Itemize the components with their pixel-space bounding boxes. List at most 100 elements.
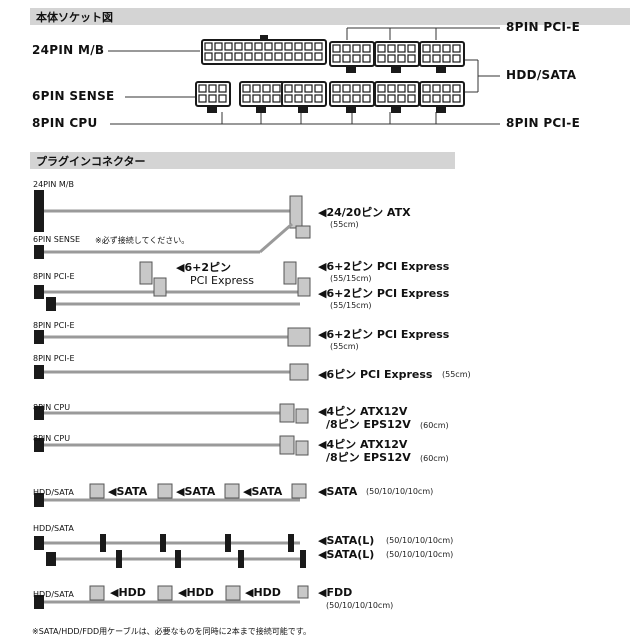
cable-0-sub: (55cm) [330, 220, 359, 229]
socket-bottom-1-pin [252, 94, 261, 103]
socket-24pin-pin [274, 52, 283, 61]
cable-9-desc: ◀FDD [318, 586, 353, 599]
socket-24pin-pin [234, 42, 243, 51]
socket-pcie-top-0-pin [342, 44, 351, 53]
socket-bottom-latch-1 [256, 106, 266, 113]
socket-pcie-top-2-pin [442, 54, 451, 63]
housing-hdd-0 [89, 585, 105, 601]
socket-bottom-4-pin [387, 84, 396, 93]
socket-bottom-3-pin [342, 84, 351, 93]
socket-bottom-5-pin [442, 94, 451, 103]
housing-24pin [289, 195, 303, 229]
plug-pcie-c [34, 330, 44, 344]
socket-24pin-pin [264, 42, 273, 51]
cable-5-desc2: /8ピン EPS12V [326, 418, 411, 431]
cable-0-desc: ◀24/20ピン ATX [318, 206, 411, 219]
cable-9-tag-0: ◀HDD [110, 586, 146, 599]
housing-cpu-b-2 [295, 440, 309, 456]
socket-24pin-pin [304, 42, 313, 51]
label-hdd-sata: HDD/SATA [506, 68, 577, 82]
housing-pcie-d [289, 363, 309, 381]
plug-cpu-b [34, 438, 44, 452]
socket-24pin-pin [274, 42, 283, 51]
socket-bottom-3-pin [362, 84, 371, 93]
cable-4-desc: ◀6ピン PCI Express [318, 368, 433, 381]
cable-0-left-label: 24PIN M/B [33, 180, 74, 189]
socket-24pin-pin [214, 52, 223, 61]
socket-bottom-5-pin [452, 94, 461, 103]
cable-9-tag-2: ◀HDD [245, 586, 281, 599]
socket-pcie-top-1-pin [397, 54, 406, 63]
socket-24pin-pin [214, 42, 223, 51]
socket-bottom-2-pin [284, 84, 293, 93]
cable-9-tag-1: ◀HDD [178, 586, 214, 599]
plug-satal-a-1 [160, 534, 166, 552]
label-24pin-mb: 24PIN M/B [32, 43, 105, 57]
cable-1-note: ※必ず接続してください。 [95, 236, 190, 245]
socket-24pin-pin [304, 52, 313, 61]
socket-bottom-4-pin [387, 94, 396, 103]
socket-pcie-top-0-pin [352, 44, 361, 53]
housing-sata-0 [89, 483, 105, 499]
socket-bottom-3-pin [352, 84, 361, 93]
socket-bottom-5-pin [432, 94, 441, 103]
socket-pcie-top-2-pin [422, 44, 431, 53]
plug-satal-a-2 [225, 534, 231, 552]
socket-24pin-latch [260, 35, 268, 41]
cable-7-desc: ◀SATA [318, 485, 358, 498]
cable-8-sub: (50/10/10/10cm) [386, 536, 454, 545]
plug-satal-a-0 [100, 534, 106, 552]
socket-pcie-top-2-pin [442, 44, 451, 53]
housing-sata-3 [291, 483, 307, 499]
socket-bottom-2-pin [294, 84, 303, 93]
socket-24pin-pin [264, 52, 273, 61]
socket-24pin-pin [294, 42, 303, 51]
socket-pcie-top-2-pin [432, 54, 441, 63]
socket-pcie-top-1-pin [377, 44, 386, 53]
socket-24pin-pin [204, 52, 213, 61]
cable-2-sub: (55/15cm) [330, 274, 372, 283]
housing-cpu-a-1 [279, 403, 295, 423]
socket-bottom-1-pin [242, 94, 251, 103]
housing-sense [295, 225, 311, 239]
socket-bottom-latch-5 [436, 106, 446, 113]
plug-satal-b [46, 552, 56, 566]
socket-bottom-4-pin [377, 84, 386, 93]
cable-7-sub: (50/10/10/10cm) [366, 487, 434, 496]
socket-pcie-top-0-pin [332, 54, 341, 63]
socket-bottom-0-pin [208, 84, 217, 93]
socket-pcie-top-latch-2 [436, 66, 446, 73]
socket-bottom-1-pin [272, 94, 281, 103]
socket-bottom-5-pin [422, 94, 431, 103]
socket-bottom-3-pin [362, 94, 371, 103]
socket-bottom-1-pin [252, 84, 261, 93]
cable-6-desc2: /8ピン EPS12V [326, 451, 411, 464]
cable-4-sub: (55cm) [442, 370, 471, 379]
socket-pcie-top-latch-1 [391, 66, 401, 73]
socket-pcie-top-1-pin [387, 54, 396, 63]
cable-9-left-label: HDD/SATA [33, 590, 74, 599]
socket-bottom-0-pin [218, 84, 227, 93]
cable-9-sub: (50/10/10/10cm) [326, 601, 394, 610]
socket-pcie-top-2-pin [422, 54, 431, 63]
cable-4-left-label: 8PIN PCI-E [33, 354, 75, 363]
cable-3-sub: (55cm) [330, 342, 359, 351]
socket-24pin-pin [224, 42, 233, 51]
socket-bottom-latch-2 [298, 106, 308, 113]
cable-8-desc2: ◀SATA(L) [318, 548, 375, 561]
socket-bottom-latch-3 [346, 106, 356, 113]
socket-24pin-pin [294, 52, 303, 61]
plug-pcie-a [34, 285, 44, 299]
cable-2-desc2: ◀6+2ピン PCI Express [318, 287, 450, 300]
plug-satal-b-3 [300, 550, 306, 568]
socket-24pin-pin [254, 52, 263, 61]
socket-24pin-pin [284, 42, 293, 51]
socket-24pin-pin [224, 52, 233, 61]
socket-bottom-2-pin [284, 94, 293, 103]
cable-2-sub2: (55/15cm) [330, 301, 372, 310]
plug-satal-a-3 [288, 534, 294, 552]
footnote: ※SATA/HDD/FDD用ケーブルは、必要なものを同時に2本まで接続可能です。 [32, 627, 311, 636]
cable-5-desc: ◀4ピン ATX12V [318, 405, 408, 418]
